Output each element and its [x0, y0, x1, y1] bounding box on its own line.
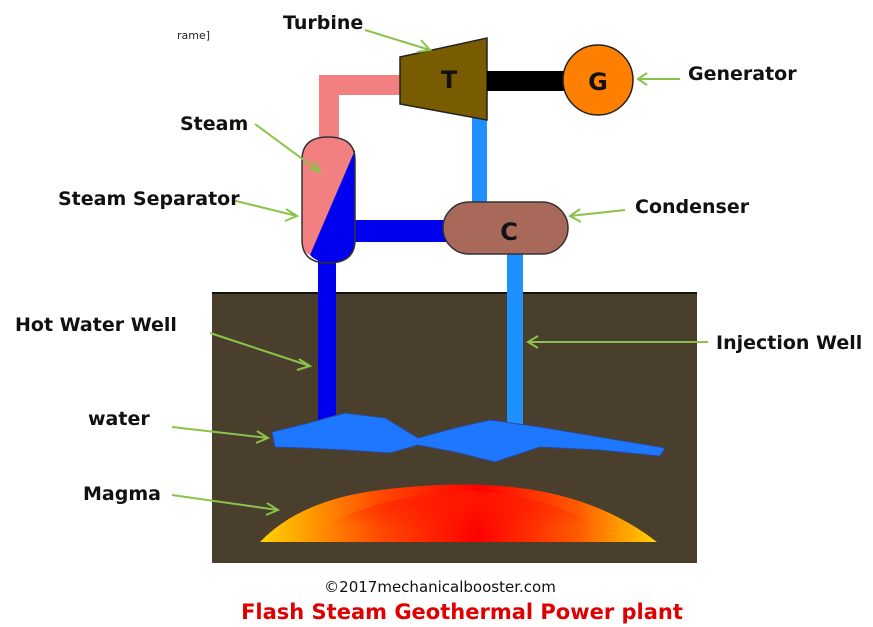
arrow-hot-water-well: [209, 332, 311, 367]
fragment-text: rame]: [177, 29, 210, 42]
label-generator: Generator: [688, 63, 797, 85]
steam-pipe-horizontal: [319, 75, 404, 95]
label-hot-water-well: Hot Water Well: [15, 314, 177, 336]
arrow-steam: [254, 123, 321, 173]
steam-separator-top: [302, 137, 355, 255]
arrow-water: [171, 426, 269, 439]
steam-separator-bottom: [310, 150, 355, 263]
turbine-to-condenser-pipe: [472, 118, 487, 208]
arrow-condenser: [569, 209, 626, 217]
arrow-turbine: [364, 29, 431, 51]
copyright-text: ©2017mechanicalbooster.com: [324, 578, 556, 596]
turbine-letter: T: [441, 66, 458, 94]
label-steam-separator: Steam Separator: [58, 188, 240, 210]
label-injection-well: Injection Well: [716, 332, 862, 354]
turbine-generator-shaft: [487, 71, 567, 91]
water-reservoir: [271, 412, 666, 463]
callout-arrows: [171, 29, 708, 516]
separator-to-condenser-pipe: [350, 220, 450, 242]
label-turbine: Turbine: [283, 12, 363, 34]
turbine: [399, 37, 488, 121]
condenser: [442, 201, 569, 255]
arrow-magma: [171, 494, 279, 511]
condenser-letter: C: [500, 218, 518, 246]
injection-well-pipe: [507, 250, 523, 430]
magma-core: [300, 490, 620, 542]
label-water: water: [88, 408, 150, 430]
arrow-steam-separator: [231, 199, 298, 217]
label-steam: Steam: [180, 113, 248, 135]
hot-water-well-pipe: [318, 250, 336, 435]
diagram-title: Flash Steam Geothermal Power plant: [241, 600, 683, 624]
steam-separator-outline: [301, 136, 356, 264]
generator-letter: G: [588, 68, 608, 96]
label-condenser: Condenser: [635, 196, 750, 218]
label-magma: Magma: [83, 483, 161, 505]
generator: [562, 44, 634, 116]
